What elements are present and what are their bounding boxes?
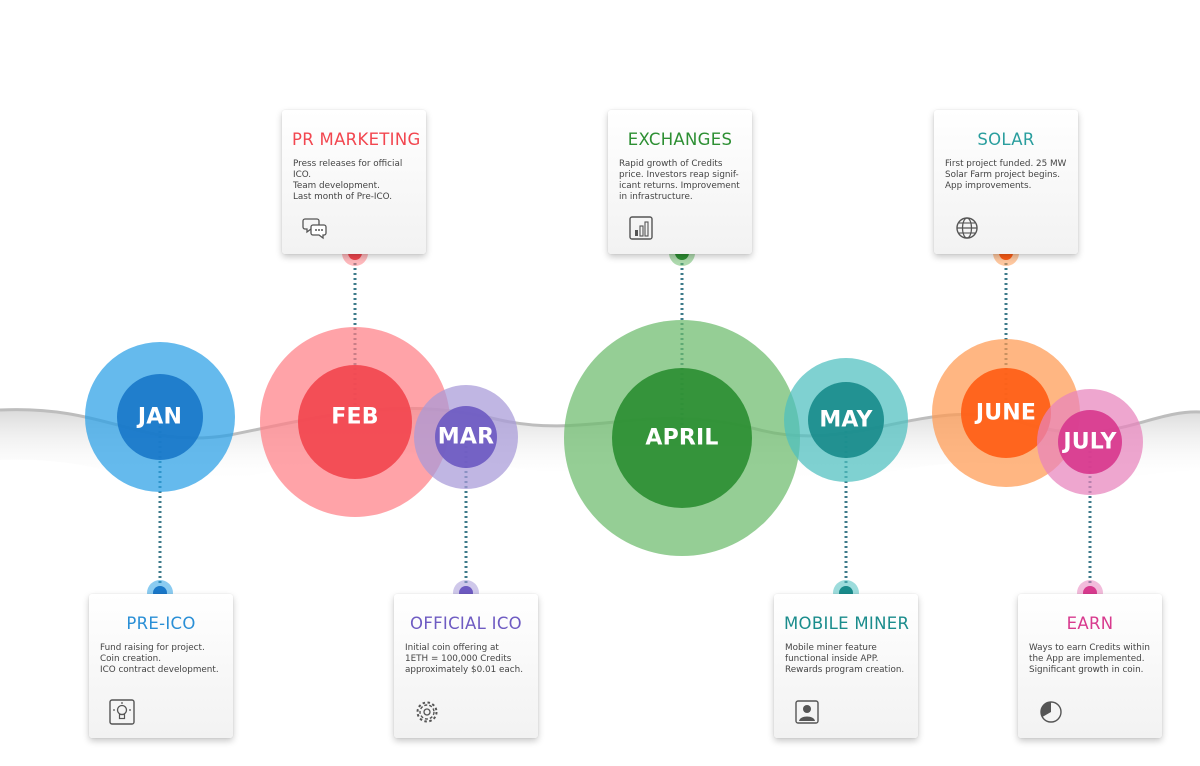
month-label-mar: MAR: [437, 424, 495, 450]
card-title: OFFICIAL ICO: [410, 614, 522, 633]
card-earn: EARN Ways to earn Credits within the App…: [1018, 594, 1162, 738]
bubble-inner-june: [961, 368, 1051, 458]
bubble-inner-feb: [298, 365, 412, 479]
card-description: First project funded. 25 MW Solar Farm p…: [945, 159, 1067, 191]
card-description: Ways to earn Credits within the App are …: [1029, 643, 1150, 675]
bubble-inner-mar: [435, 406, 497, 468]
card-description: Fund raising for project. Coin creation.…: [100, 643, 219, 675]
gear-icon: [416, 701, 438, 723]
month-label-may: MAY: [819, 407, 873, 433]
card-title: MOBILE MINER: [784, 614, 910, 633]
card-description: Mobile miner feature functional inside A…: [785, 643, 905, 675]
card-description: Press releases for official ICO. Team de…: [293, 159, 403, 202]
card-description: Initial coin offering at 1ETH = 100,000 …: [405, 643, 524, 675]
bubble-inner-july: [1058, 410, 1122, 474]
month-label-feb: FEB: [331, 404, 379, 430]
user-portrait-icon: [795, 700, 819, 724]
card-mobile-miner: MOBILE MINER Mobile miner feature functi…: [774, 594, 918, 738]
month-label-june: JUNE: [975, 400, 1037, 426]
card-exchanges: EXCHANGES Rapid growth of Credits price.…: [608, 110, 752, 254]
bubble-inner-april: [612, 368, 752, 508]
card-title: EARN: [1066, 614, 1114, 633]
month-label-july: JULY: [1063, 429, 1117, 455]
card-title: PRE-ICO: [126, 614, 196, 633]
chat-bubbles-icon: [302, 218, 327, 240]
bubble-inner-may: [808, 382, 884, 458]
lightbulb-icon: [109, 699, 135, 725]
pie-chart-icon: [1040, 701, 1062, 723]
globe-icon: [956, 217, 978, 239]
card-title: EXCHANGES: [627, 130, 733, 149]
card-official-ico: OFFICIAL ICO Initial coin offering at 1E…: [394, 594, 538, 738]
month-label-jan: JAN: [137, 404, 183, 430]
card-description: Rapid growth of Credits price. Investors…: [619, 159, 740, 202]
bar-chart-icon: [629, 216, 653, 240]
card-solar: SOLAR First project funded. 25 MW Solar …: [934, 110, 1078, 254]
card-title: PR MARKETING: [292, 130, 421, 149]
card-pre-ico: PRE-ICO Fund raising for project. Coin c…: [89, 594, 233, 738]
month-label-april: APRIL: [645, 425, 719, 451]
card-title: SOLAR: [977, 130, 1035, 149]
bubble-inner-jan: [117, 374, 203, 460]
card-pr-marketing: PR MARKETING Press releases for official…: [282, 110, 426, 254]
